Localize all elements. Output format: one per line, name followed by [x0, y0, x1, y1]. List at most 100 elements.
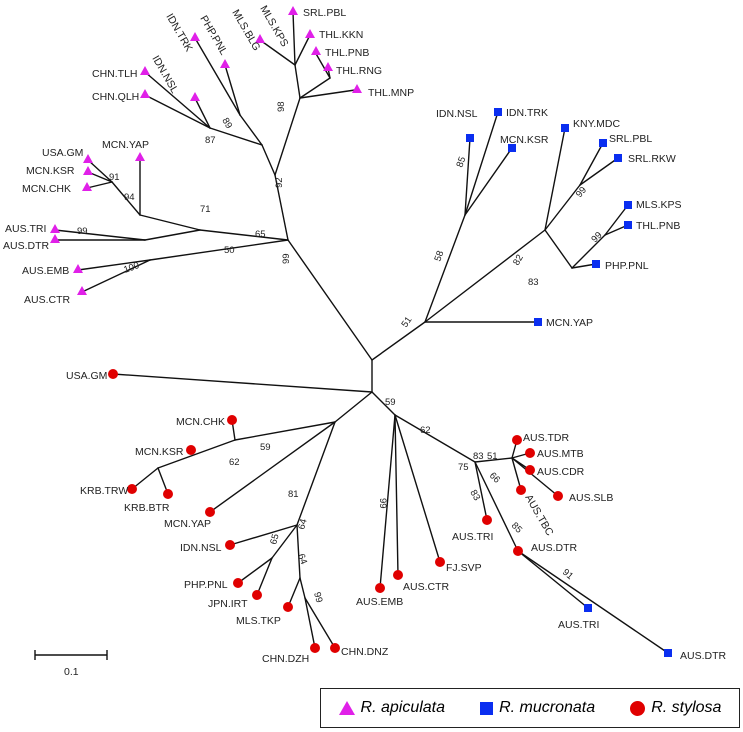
mucronata-marker	[466, 134, 474, 142]
tip-label: AUS.MTB	[537, 448, 584, 460]
tip-label: CHN.QLH	[92, 91, 139, 103]
apiculata-marker	[311, 46, 321, 55]
species-legend: R. apiculata R. mucronata R. stylosa	[320, 688, 740, 728]
bootstrap-value: 51	[487, 451, 498, 462]
tip-label: MLS.KPS	[636, 199, 682, 211]
bootstrap-value: 82	[511, 253, 526, 268]
tip-label: JPN.IRT	[208, 598, 248, 610]
tip-label: AUS.TDR	[523, 432, 570, 444]
tip-label: THL.PNB	[325, 47, 369, 59]
tip-label: MCN.CHK	[176, 416, 225, 428]
stylosa-marker	[525, 465, 535, 475]
bootstrap-value: 87	[205, 135, 216, 146]
tip-label: AUS.CDR	[537, 466, 585, 478]
bootstrap-value: 50	[224, 245, 235, 256]
tip-label: AUS.EMB	[356, 596, 403, 608]
apiculata-marker	[323, 62, 333, 71]
apiculata-marker	[83, 166, 93, 175]
stylosa-marker	[233, 578, 243, 588]
mucronata-marker	[584, 604, 592, 612]
scale-bar: 0.1	[34, 650, 108, 678]
stylosa-marker	[225, 540, 235, 550]
apiculata-marker	[220, 59, 230, 68]
circle-icon	[630, 700, 646, 716]
stylosa-marker	[108, 369, 118, 379]
stylosa-marker	[330, 643, 340, 653]
tip-label: MCN.KSR	[26, 165, 75, 177]
bootstrap-value: 98	[276, 101, 287, 112]
tip-label: AUS.DTR	[3, 240, 50, 252]
tip-label: MCN.CHK	[22, 183, 71, 195]
bootstrap-value: 62	[229, 457, 240, 468]
apiculata-marker	[50, 234, 60, 243]
bootstrap-value: 75	[458, 462, 469, 473]
apiculata-marker	[288, 6, 298, 15]
tip-label: AUS.TRI	[558, 619, 599, 631]
bootstrap-value: 91	[560, 567, 575, 582]
tip-label: AUS.DTR	[531, 542, 578, 554]
tip-label: CHN.TLH	[92, 68, 138, 80]
tip-label: USA.GM	[66, 370, 107, 382]
stylosa-marker	[513, 546, 523, 556]
bootstrap-value: 64	[296, 518, 309, 531]
tip-label: AUS.TBC	[522, 493, 555, 539]
mucronata-marker	[592, 260, 600, 268]
tip-label: AUS.TRI	[452, 531, 493, 543]
mucronata-marker	[664, 649, 672, 657]
apiculata-marker	[83, 154, 93, 163]
tip-label: USA.GM	[42, 147, 83, 159]
tip-label: IDN.TRK	[506, 107, 548, 119]
legend-label: R. stylosa	[651, 699, 722, 716]
square-icon	[480, 701, 494, 715]
apiculata-marker	[140, 89, 150, 98]
tip-label: AUS.CTR	[403, 581, 450, 593]
tip-label: PHP.PNL	[184, 579, 228, 591]
bootstrap-value: 51	[399, 315, 414, 330]
bootstrap-value: 83	[528, 277, 539, 288]
apiculata-marker	[305, 29, 315, 38]
apiculata-marker	[190, 92, 200, 101]
stylosa-marker	[163, 489, 173, 499]
mucronata-marker	[508, 144, 516, 152]
legend-item-mucronata: R. mucronata	[480, 699, 595, 717]
tip-label: THL.KKN	[319, 29, 363, 41]
bootstrap-labels: 98 89 87 92 91 94 71 65 99 100 50 99 85 …	[77, 101, 605, 604]
scale-bar-label: 0.1	[64, 666, 79, 678]
stylosa-marker	[482, 515, 492, 525]
bootstrap-value: 99	[377, 498, 388, 509]
tip-label: MLS.BLG	[229, 8, 262, 53]
tip-label: AUS.DTR	[680, 650, 727, 662]
tip-label: AUS.SLB	[569, 492, 613, 504]
mucronata-marker	[614, 154, 622, 162]
stylosa-marker	[227, 415, 237, 425]
tip-label: THL.RNG	[336, 65, 382, 77]
tip-label: IDN.NSL	[436, 108, 478, 120]
apiculata-marker	[140, 66, 150, 75]
bootstrap-value: 58	[432, 249, 446, 263]
bootstrap-value: 100	[122, 260, 141, 276]
tip-label: MCN.YAP	[164, 518, 211, 530]
stylosa-marker	[512, 435, 522, 445]
legend-item-stylosa: R. stylosa	[630, 699, 721, 717]
bootstrap-value: 99	[574, 185, 589, 200]
legend-label: R. mucronata	[499, 699, 596, 716]
bootstrap-value: 99	[311, 591, 324, 604]
mucronata-marker	[534, 318, 542, 326]
tip-label: SRL.RKW	[628, 153, 676, 165]
bootstrap-value: 99	[281, 253, 292, 264]
legend-item-apiculata: R. apiculata	[338, 699, 445, 717]
bootstrap-value: 91	[109, 172, 120, 183]
apiculata-marker	[73, 264, 83, 273]
stylosa-marker	[525, 448, 535, 458]
tip-label: MCN.YAP	[546, 317, 593, 329]
apiculata-marker	[352, 84, 362, 93]
tip-label: IDN.NSL	[180, 542, 222, 554]
tree-branches	[54, 11, 669, 654]
stylosa-marker	[205, 507, 215, 517]
apiculata-marker	[77, 286, 87, 295]
stylosa-marker	[252, 590, 262, 600]
bootstrap-value: 99	[589, 230, 604, 245]
tip-label: AUS.CTR	[24, 294, 71, 306]
tip-label: KNY.MDC	[573, 118, 620, 130]
